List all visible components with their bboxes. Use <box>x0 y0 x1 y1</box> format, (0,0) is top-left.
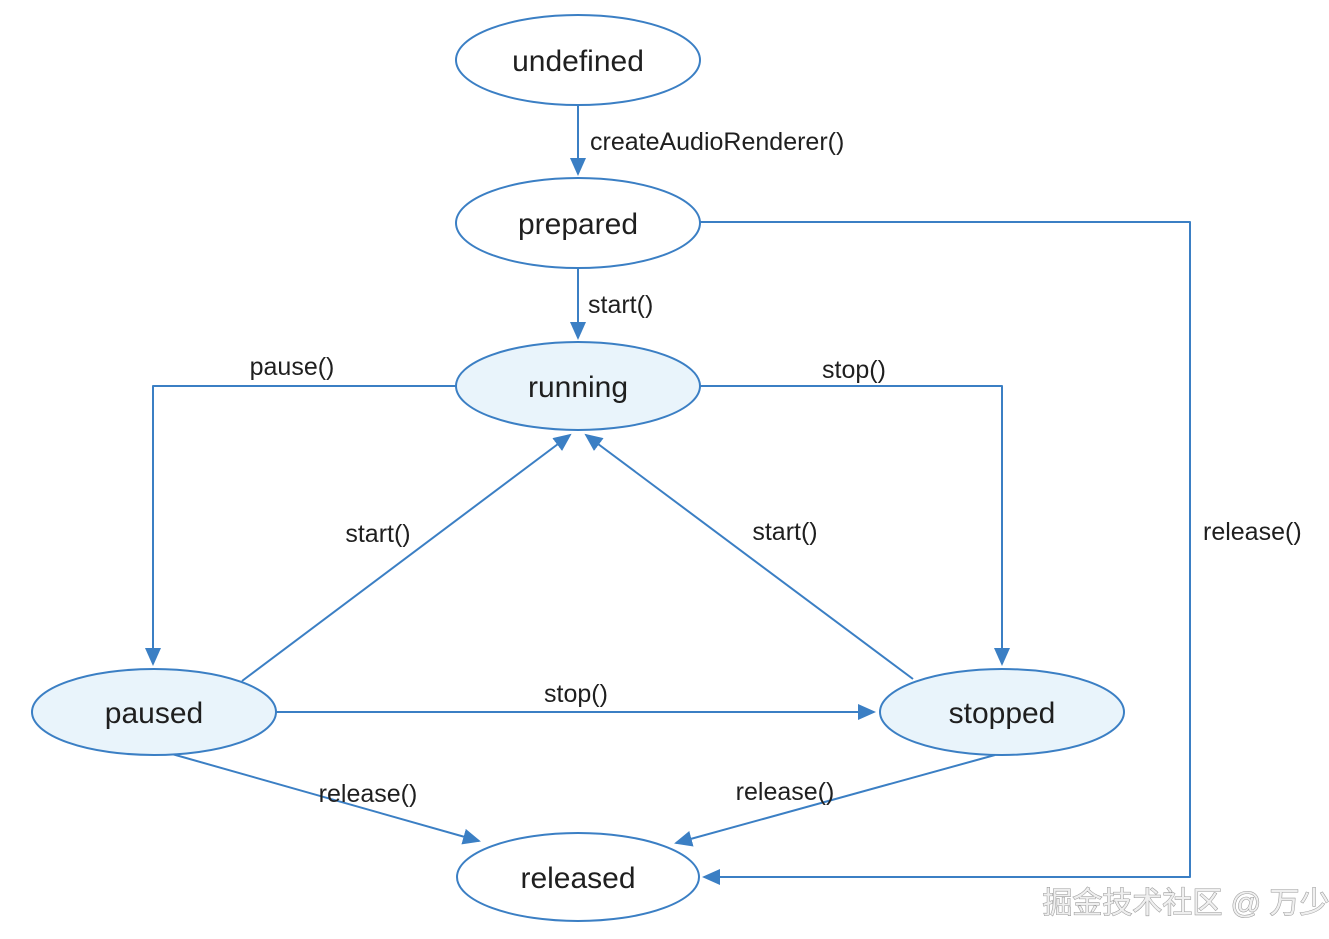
edge-label-release-left: release() <box>319 780 418 808</box>
edge-label-create-audio-renderer: createAudioRenderer() <box>590 128 844 156</box>
edge-running-to-stopped <box>700 385 1010 666</box>
state-ellipse-running <box>455 341 701 431</box>
state-node-stopped: stopped <box>879 668 1125 756</box>
edge-label-stop-right: stop() <box>822 356 886 384</box>
state-label-prepared: prepared <box>518 208 638 241</box>
edge-labels: createAudioRenderer() start() pause() st… <box>250 128 1302 808</box>
state-node-prepared: prepared <box>455 177 701 269</box>
edge-stopped-to-released <box>674 754 996 847</box>
state-label-paused: paused <box>105 697 203 730</box>
state-label-undefined: undefined <box>512 45 644 78</box>
edge-label-pause: pause() <box>250 353 335 381</box>
state-node-running: running <box>455 341 701 431</box>
state-label-released: released <box>520 862 635 895</box>
state-node-released: released <box>456 832 700 922</box>
state-ellipse-stopped <box>879 668 1125 756</box>
edges <box>145 105 1191 885</box>
watermark-text: 掘金技术社区 @ 万少 <box>1042 887 1329 920</box>
edge-label-start-right-diagonal: start() <box>752 518 817 546</box>
state-node-undefined: undefined <box>455 14 701 106</box>
state-node-paused: paused <box>31 668 277 756</box>
edge-label-start-left-diagonal: start() <box>345 520 410 548</box>
state-ellipse-undefined <box>455 14 701 106</box>
state-ellipse-prepared <box>455 177 701 269</box>
edge-label-release-far-right: release() <box>1203 518 1302 546</box>
edge-prepared-to-released <box>700 221 1191 885</box>
state-ellipse-released <box>456 832 700 922</box>
state-ellipse-paused <box>31 668 277 756</box>
edge-label-start-top: start() <box>588 291 653 319</box>
edge-stopped-to-running <box>584 433 914 680</box>
edge-paused-to-running <box>241 433 572 682</box>
state-label-running: running <box>528 371 628 404</box>
edge-label-release-right: release() <box>736 778 835 806</box>
edge-label-stop-middle: stop() <box>544 680 608 708</box>
edge-running-to-paused <box>145 385 456 666</box>
edge-paused-to-released <box>171 753 481 845</box>
state-label-stopped: stopped <box>949 697 1056 730</box>
